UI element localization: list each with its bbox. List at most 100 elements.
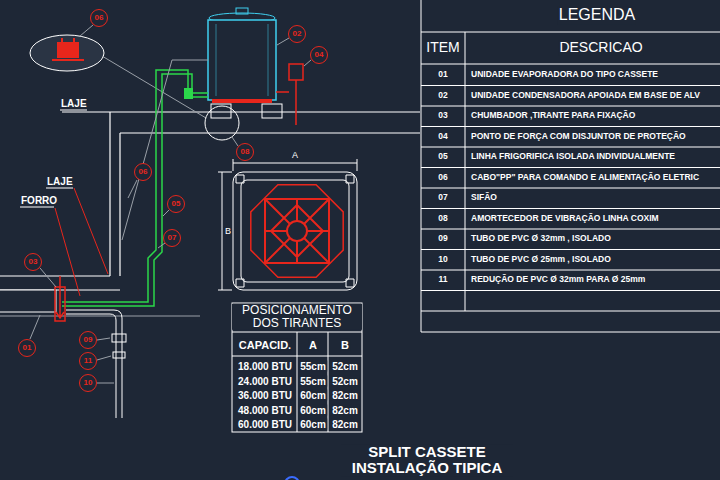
table-cell: 52cm xyxy=(331,375,359,386)
unit-ribs xyxy=(216,24,268,96)
detail-part-lines xyxy=(52,38,84,60)
power-point xyxy=(289,64,303,80)
legend-cell: REDUÇÃO DE PVC Ø 32mm PARA Ø 25mm xyxy=(470,276,646,285)
table-cell: 55cm xyxy=(299,375,327,386)
legend-cell: PONTO DE FORÇA COM DISJUNTOR DE PROTEÇÃO xyxy=(470,132,687,141)
table-cell: 60cm xyxy=(299,390,327,401)
cassette-corners xyxy=(236,175,354,287)
hanger-rod xyxy=(56,276,64,318)
callout-text: 01 xyxy=(23,344,32,352)
callout-number: 02 xyxy=(288,25,306,43)
callout-text: 10 xyxy=(84,379,93,387)
legend-cell: 02 xyxy=(437,91,448,100)
drain-fitting xyxy=(112,334,126,342)
positioning-table xyxy=(232,303,362,432)
panel-center xyxy=(287,221,307,241)
table-cell: B xyxy=(340,339,350,351)
legend-cell: UNIDADE EVAPORADORA DO TIPO CASSETE xyxy=(470,71,659,80)
callout-number: 01 xyxy=(18,339,36,357)
drawing-label: B xyxy=(224,227,232,237)
drawing-label: ITEM xyxy=(425,40,460,55)
slab-lines xyxy=(0,112,420,290)
legend-cell: 09 xyxy=(437,235,448,244)
legend-cell: 04 xyxy=(437,132,448,141)
callout-text: 07 xyxy=(168,234,177,242)
callout-number: 05 xyxy=(167,195,185,213)
callout-text: 06 xyxy=(139,168,148,176)
callout-number: 06 xyxy=(90,9,108,27)
callout-text: 11 xyxy=(84,357,92,365)
callout-text: 05 xyxy=(172,200,181,208)
drain-reduction xyxy=(113,352,125,358)
table-cell: 60cm xyxy=(299,419,327,430)
legend-cell: UNIDADE CONDENSADORA APOIADA EM BASE DE … xyxy=(470,91,701,100)
table-cell: 55cm xyxy=(299,361,327,372)
legend-cell: TUBO DE PVC Ø 32mm , ISOLADO xyxy=(470,235,612,244)
dimension-b xyxy=(218,172,232,290)
drawing-label: DESCRICAO xyxy=(558,40,643,55)
page-mark xyxy=(285,477,299,480)
callout-text: 04 xyxy=(315,51,324,59)
legend-cell: TUBO DE PVC Ø 25mm , ISOLADO xyxy=(470,255,612,264)
table-cell: 24.000 BTU xyxy=(237,375,293,386)
refrigerant-line xyxy=(62,74,208,306)
table-cell: 82cm xyxy=(331,404,359,415)
legend-cell: 01 xyxy=(437,71,448,80)
callout-number: 09 xyxy=(79,331,97,349)
ceiling-line xyxy=(0,316,200,317)
table-cell: POSICIONAMENTO DOS TIRANTES xyxy=(232,304,362,330)
unit-support xyxy=(262,104,282,118)
callout-text: 02 xyxy=(293,30,302,38)
panel-vanes xyxy=(265,199,329,263)
drawing-label: FORRO xyxy=(20,195,58,206)
service-valve xyxy=(184,88,193,99)
table-cell: 82cm xyxy=(331,419,359,430)
coxim-circle xyxy=(205,106,239,140)
callout-number: 10 xyxy=(79,374,97,392)
table-cell: 48.000 BTU xyxy=(237,404,293,415)
legend-cell: 07 xyxy=(437,194,448,203)
legend-cell: SIFÃO xyxy=(470,194,498,203)
legend-cell: AMORTECEDOR DE VIBRAÇÃO LINHA COXIM xyxy=(470,214,660,223)
cassette-panel xyxy=(241,180,349,282)
drawing-label: LEGENDA xyxy=(558,6,636,24)
table-cell: A xyxy=(308,339,318,351)
legend-cell: 10 xyxy=(437,255,448,264)
callout-number: 11 xyxy=(79,352,97,370)
legend-cell: LINHA FRIGORIFICA ISOLADA INDIVIDUALMENT… xyxy=(470,153,676,162)
callout-number: 06 xyxy=(134,163,152,181)
legend-cell: 08 xyxy=(437,214,448,223)
cassette-unit xyxy=(0,290,56,312)
detail-ellipse xyxy=(30,35,104,71)
cassette-top-view xyxy=(233,172,357,290)
callout-number: 04 xyxy=(310,46,328,64)
legend-cell: CHUMBADOR ,TIRANTE PARA FIXAÇÃO xyxy=(470,112,636,121)
legend-cell: 11 xyxy=(438,276,449,285)
table-cell: CAPACID. xyxy=(238,339,292,351)
panel-grille xyxy=(265,199,329,263)
table-cell: 60cm xyxy=(299,404,327,415)
callout-text: 09 xyxy=(84,336,93,344)
control-cable xyxy=(122,60,208,240)
detail-leader xyxy=(102,56,206,118)
drawing-label: A xyxy=(291,151,299,161)
callout-number: 03 xyxy=(24,253,42,271)
table-cell: 60.000 BTU xyxy=(237,419,293,430)
panel-octagon xyxy=(251,185,343,277)
table-cell: 82cm xyxy=(331,390,359,401)
table-cell: 36.000 BTU xyxy=(237,390,293,401)
drain-pipe xyxy=(66,310,122,418)
legend-cell: CABO"PP" PARA COMANDO E ALIMENTAÇÃO ELET… xyxy=(470,173,700,182)
positioning-grid xyxy=(232,332,362,432)
label-leaders xyxy=(55,188,108,296)
detail-part xyxy=(57,42,79,58)
drawing-label: LAJE xyxy=(60,98,88,109)
legend-cell: 03 xyxy=(437,112,448,121)
legend-cell: 06 xyxy=(437,173,448,182)
drawing-title: SPLIT CASSETE INSTALAÇÃO TIPICA xyxy=(341,444,513,476)
condensing-unit xyxy=(208,20,276,100)
table-cell: 18.000 BTU xyxy=(237,361,293,372)
legend-cell: 05 xyxy=(437,153,448,162)
legend-grid xyxy=(421,0,720,332)
drawing-label: LAJE xyxy=(46,176,74,187)
